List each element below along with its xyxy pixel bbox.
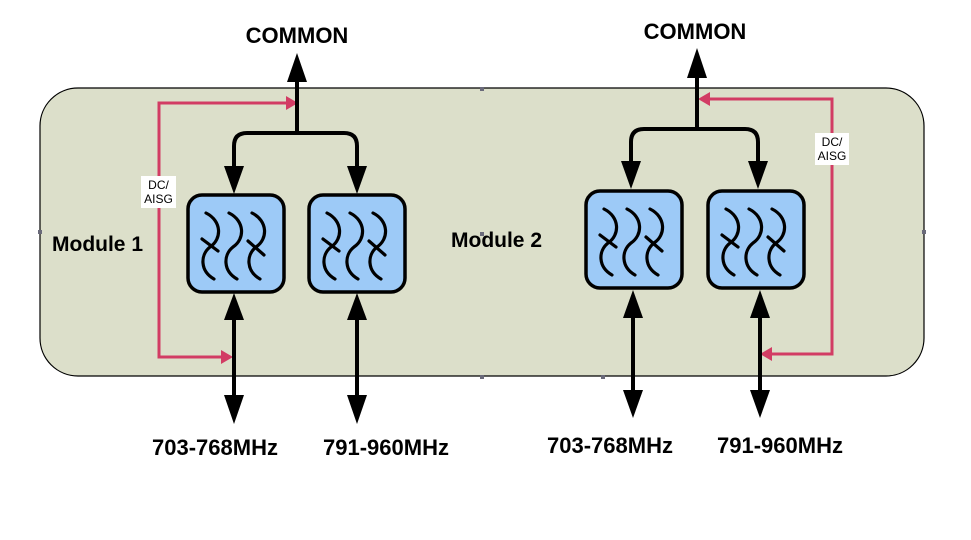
- selection-handle[interactable]: [38, 230, 42, 234]
- dc-aisg-line: [157, 101, 287, 359]
- filter-block: [706, 189, 806, 290]
- dc-aisg-arrowhead: [221, 350, 233, 364]
- common-arrow-up-icon: [687, 48, 707, 78]
- arrow-up-icon: [224, 293, 244, 320]
- common-label: COMMON: [644, 19, 747, 44]
- dc-aisg-arrowhead: [760, 347, 772, 361]
- dc-aisg-arrowhead: [698, 92, 710, 106]
- arrow-down-icon: [621, 161, 641, 189]
- arrow-up-icon: [347, 293, 367, 320]
- arrow-down-icon: [224, 395, 244, 424]
- dc-aisg-label-box: [815, 133, 849, 165]
- module-1: DC/ AISG COMMON 703-768MHz 791-960MHz Mo…: [52, 23, 449, 460]
- selection-handle[interactable]: [480, 232, 484, 236]
- module-2: DC/ AISG COMMON 703-768MHz 791-960MHz Mo…: [451, 19, 849, 458]
- port-label-high-band: 791-960MHz: [323, 435, 449, 460]
- dc-aisg-label-box: [141, 176, 176, 208]
- arrow-down-icon: [347, 395, 367, 424]
- selection-handle[interactable]: [601, 375, 605, 379]
- port-label-high-band: 791-960MHz: [717, 433, 843, 458]
- arrow-down-icon: [623, 390, 643, 418]
- dc-aisg-arrowhead: [286, 96, 298, 110]
- port-label-low-band: 703-768MHz: [547, 433, 673, 458]
- dc-aisg-label-line1: DC/: [822, 135, 843, 149]
- arrow-up-icon: [623, 290, 643, 318]
- common-arrow-up-icon: [287, 53, 307, 82]
- filter-block: [584, 189, 684, 290]
- selection-handle[interactable]: [480, 87, 484, 91]
- splitter-bracket: [629, 127, 760, 163]
- dc-aisg-label-line2: AISG: [144, 192, 173, 206]
- dc-aisg-label-line1: DC/: [148, 178, 169, 192]
- selection-handle[interactable]: [922, 230, 926, 234]
- module-label: Module 2: [451, 229, 542, 252]
- module-label: Module 1: [52, 233, 143, 256]
- arrow-down-icon: [347, 166, 367, 194]
- selection-handle[interactable]: [480, 375, 484, 379]
- port-label-low-band: 703-768MHz: [152, 435, 278, 460]
- arrow-down-icon: [224, 166, 244, 194]
- arrow-down-icon: [748, 161, 768, 189]
- dc-aisg-label-line2: AISG: [818, 149, 847, 163]
- filter-block: [186, 193, 286, 294]
- splitter-bracket: [232, 131, 359, 168]
- common-label: COMMON: [246, 23, 349, 48]
- arrow-up-icon: [750, 290, 770, 318]
- dc-aisg-line: [710, 97, 834, 356]
- arrow-down-icon: [750, 390, 770, 418]
- filter-block: [307, 193, 407, 294]
